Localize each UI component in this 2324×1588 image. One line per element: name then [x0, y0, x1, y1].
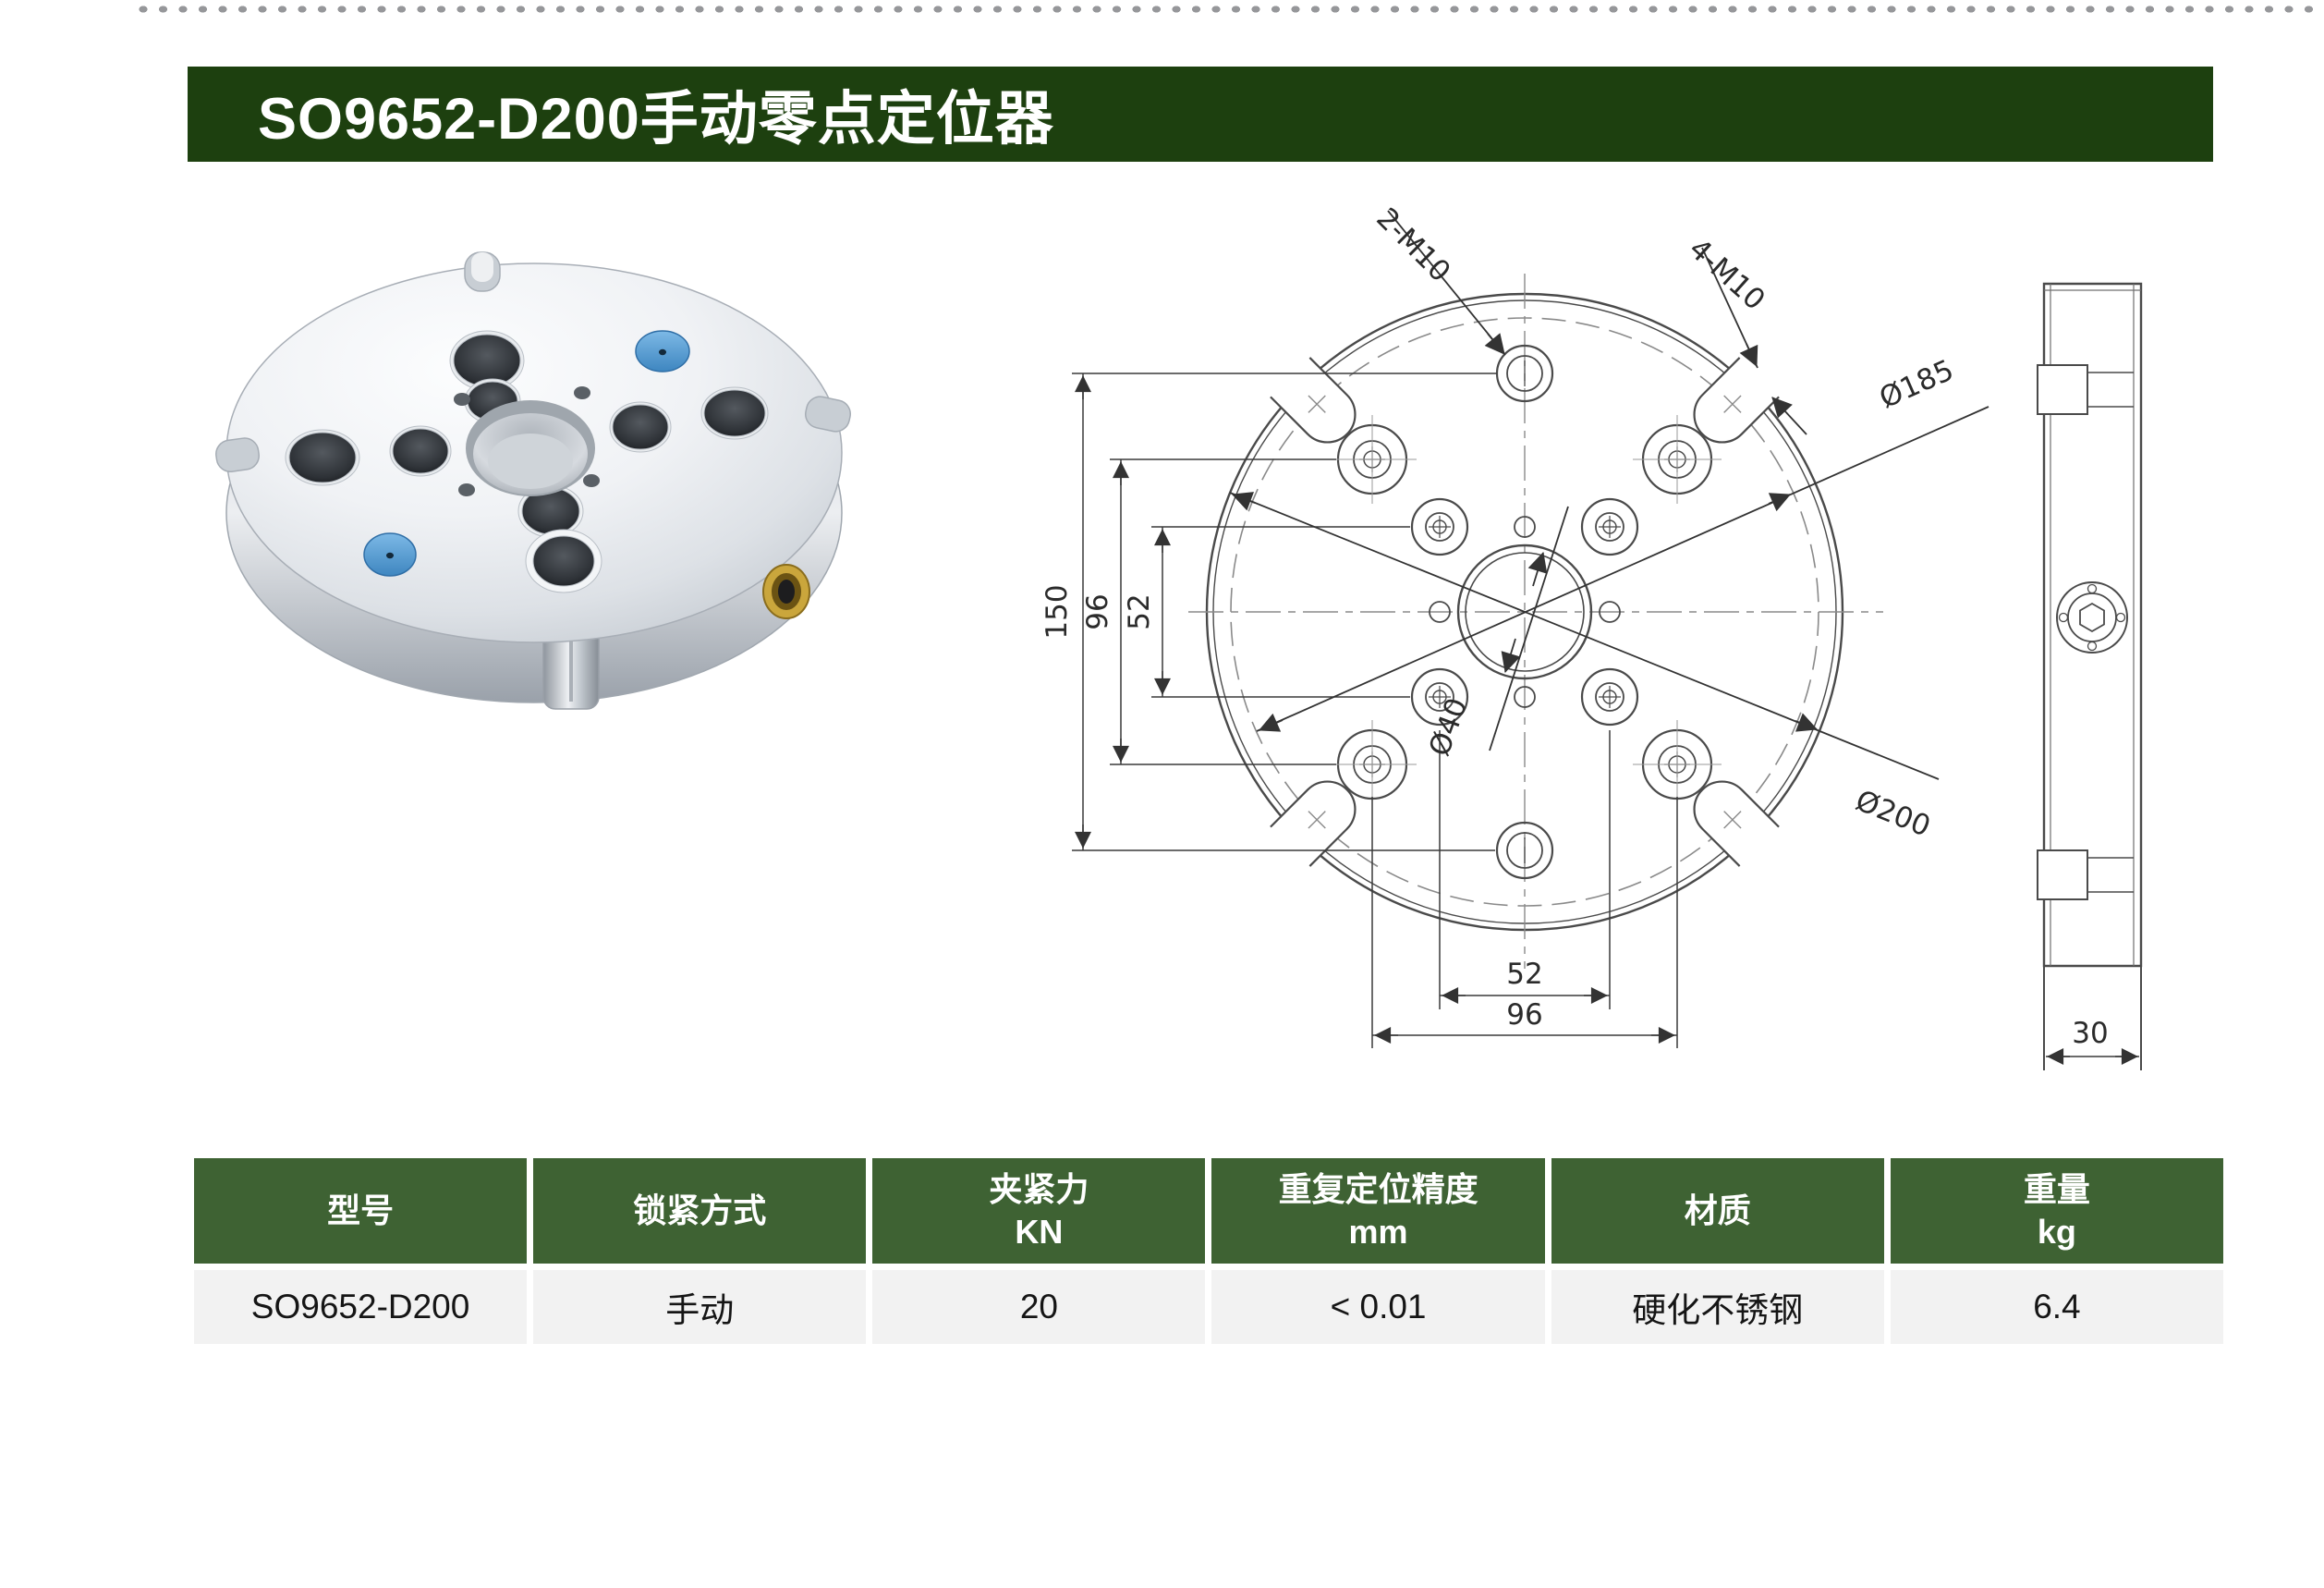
leader-d40 [1489, 506, 1569, 751]
label-d185: Ø185 [1875, 353, 1959, 415]
side-view [2037, 282, 2143, 1070]
dotted-border [134, 3, 2324, 15]
rim-notches [1268, 355, 1782, 869]
col-model: 型号 [194, 1158, 528, 1264]
label-d200: Ø200 [1851, 784, 1935, 844]
leader-2m10 [1387, 210, 1506, 356]
leaders [1229, 210, 1989, 780]
small-axis-holes [1429, 516, 1621, 708]
cell-repeatability: < 0.01 [1211, 1270, 1545, 1344]
side-flange [2056, 581, 2128, 654]
dimensions [1072, 373, 2139, 1065]
page-title: SO9652-D200手动零点定位器 [258, 87, 1054, 152]
rim-notch-right [805, 396, 851, 433]
product-render [215, 251, 851, 710]
label-d40: Ø40 [1423, 693, 1475, 760]
col-locking: 锁紧方式 [533, 1158, 867, 1264]
col-repeatability: 重复定位精度 mm [1211, 1158, 1545, 1264]
blue-insert-bottom [363, 532, 417, 577]
front-view [1188, 274, 1883, 969]
dim-52h-label: 52 [1506, 958, 1542, 991]
label-4m10: 4-M10 [1683, 232, 1771, 317]
dim-150-label: 150 [1040, 584, 1074, 639]
pin-holes [454, 386, 600, 496]
blue-insert-top [635, 330, 690, 373]
drawing-labels: 150 96 52 52 96 30 2-M10 4-M10 Ø185 Ø200… [1040, 202, 2109, 1050]
center-bore [466, 400, 595, 496]
mounting-holes [285, 330, 769, 593]
label-2m10: 2-M10 [1369, 202, 1456, 288]
leader-d200 [1229, 492, 1940, 780]
title-bar: SO9652-D200手动零点定位器 [188, 67, 2213, 162]
rim-notch-top [464, 251, 501, 292]
dim-96h-label: 96 [1506, 998, 1542, 1032]
side-clamp-slot-bottom [2037, 849, 2134, 900]
spec-table: 型号 锁紧方式 夹紧力 KN 重复定位精度 mm 材质 重量 kg SO9652… [194, 1158, 2223, 1344]
inner-screw-holes [1410, 497, 1639, 727]
bore-circle [1456, 544, 1593, 680]
dim-96v-label: 96 [1081, 593, 1114, 629]
cell-clamp-force: 20 [872, 1270, 1206, 1344]
side-foot [2043, 966, 2142, 1070]
dim-52v-label: 52 [1123, 593, 1156, 629]
leader-d185 [1256, 406, 1989, 732]
technical-drawing-views: 150 96 52 52 96 30 2-M10 4-M10 Ø185 Ø200… [1040, 202, 2143, 1070]
cell-weight: 6.4 [1890, 1270, 2223, 1344]
col-material: 材质 [1551, 1158, 1884, 1264]
col-clamp-force: 夹紧力 KN [872, 1158, 1206, 1264]
side-clamp-slot-top [2037, 364, 2134, 415]
cell-material: 硬化不锈钢 [1551, 1270, 1884, 1344]
gold-fitting [762, 564, 810, 619]
cell-locking: 手动 [533, 1270, 867, 1344]
col-weight: 重量 kg [1890, 1158, 2223, 1264]
rim-notch-left [215, 437, 260, 472]
cell-model: SO9652-D200 [194, 1270, 528, 1344]
dim-30-label: 30 [2072, 1017, 2108, 1050]
